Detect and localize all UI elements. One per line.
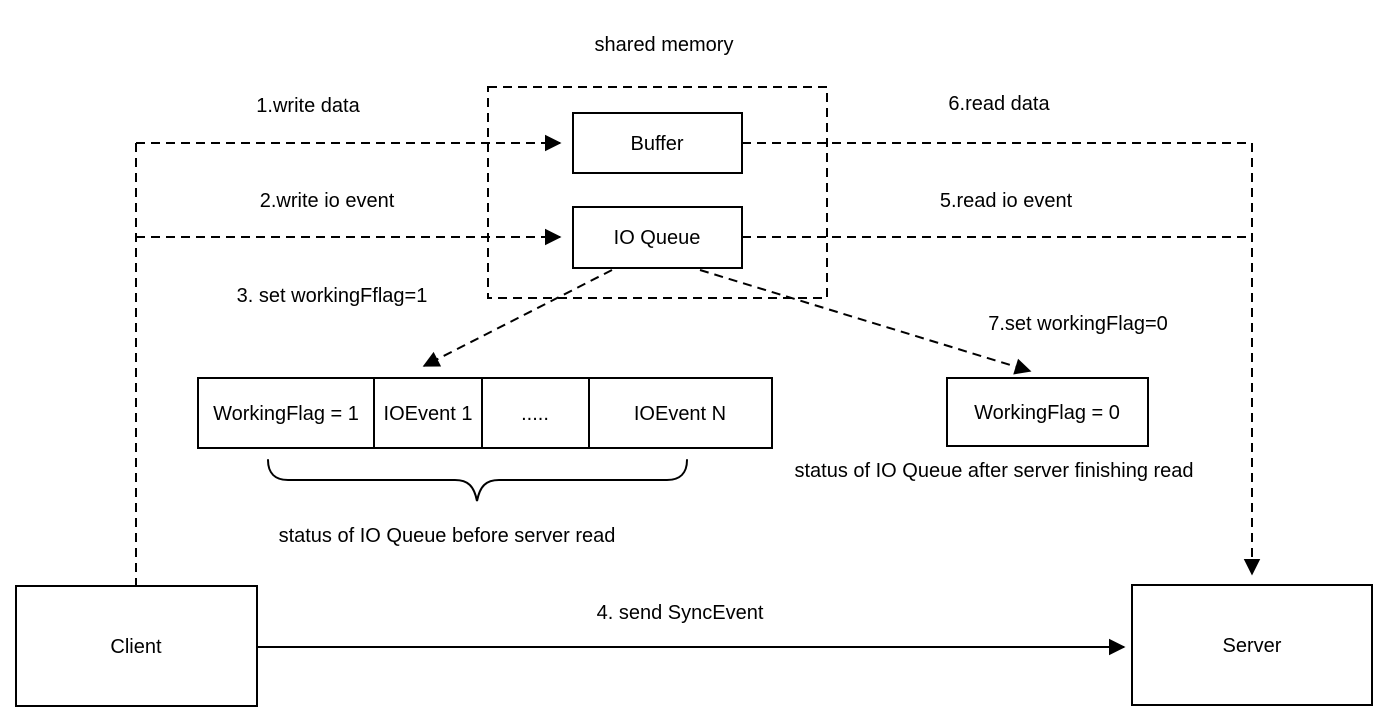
arrow-set-working-flag-0 bbox=[699, 269, 1032, 375]
arrow-set-working-flag-1 bbox=[422, 269, 613, 367]
label-step-4: 4. send SyncEvent bbox=[597, 602, 764, 624]
server-label: Server bbox=[1223, 635, 1282, 657]
io-queue-box bbox=[572, 206, 743, 269]
label-step-6: 6.read data bbox=[948, 93, 1050, 115]
io-event-n-label: IOEvent N bbox=[634, 403, 726, 425]
label-step-3: 3. set workingFflag=1 bbox=[237, 285, 428, 307]
client-label: Client bbox=[110, 636, 162, 658]
io-queue-label: IO Queue bbox=[614, 227, 701, 249]
working-flag-0-box bbox=[946, 377, 1149, 447]
io-event-n-cell bbox=[588, 377, 773, 449]
label-step-5: 5.read io event bbox=[940, 190, 1073, 212]
caption-before-read: status of IO Queue before server read bbox=[279, 525, 616, 547]
label-step-1: 1.write data bbox=[256, 95, 360, 117]
working-flag-row: WorkingFlag = 1 IOEvent 1 ..... IOEvent … bbox=[197, 377, 773, 449]
buffer-box bbox=[572, 112, 743, 174]
shared-memory-box bbox=[487, 86, 828, 299]
caption-after-read: status of IO Queue after server finishin… bbox=[794, 460, 1193, 482]
ellipsis-label: ..... bbox=[521, 403, 549, 425]
working-flag-cell-label: WorkingFlag = 1 bbox=[213, 403, 359, 425]
client-box bbox=[15, 585, 258, 707]
buffer-label: Buffer bbox=[631, 133, 684, 155]
working-flag-0-label: WorkingFlag = 0 bbox=[974, 402, 1120, 424]
brace-before-read bbox=[267, 459, 688, 502]
working-flag-cell bbox=[197, 377, 375, 449]
label-step-2: 2.write io event bbox=[260, 190, 395, 212]
io-event-1-label: IOEvent 1 bbox=[384, 403, 473, 425]
shared-memory-title: shared memory bbox=[595, 34, 734, 56]
server-box bbox=[1131, 584, 1373, 706]
label-step-7: 7.set workingFlag=0 bbox=[988, 313, 1168, 335]
ellipsis-cell bbox=[481, 377, 590, 449]
